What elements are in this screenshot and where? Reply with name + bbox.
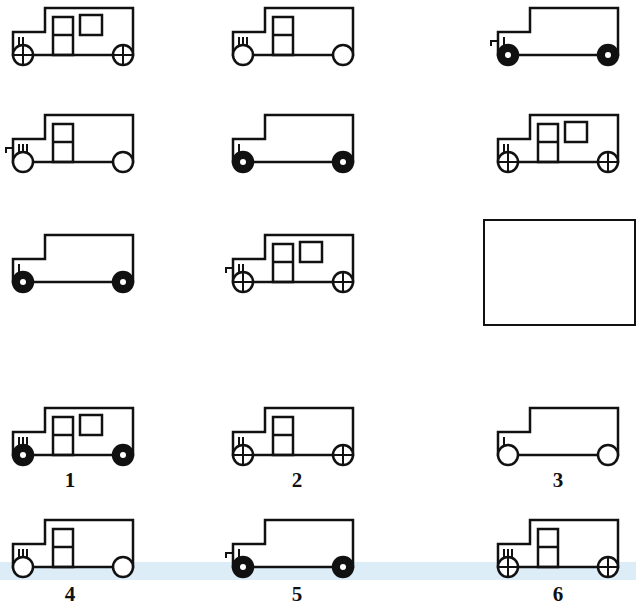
option-car xyxy=(226,520,353,577)
car xyxy=(13,8,133,65)
car xyxy=(6,115,133,172)
option-number: 6 xyxy=(553,582,564,607)
car xyxy=(13,235,133,292)
option-number: 1 xyxy=(65,468,76,493)
option-car xyxy=(498,408,618,465)
car xyxy=(226,235,353,292)
option-number: 5 xyxy=(292,582,303,607)
car xyxy=(233,8,353,65)
option-number: 3 xyxy=(553,468,564,493)
car xyxy=(491,8,618,65)
option-number: 4 xyxy=(65,582,76,607)
option-number: 2 xyxy=(292,468,303,493)
car xyxy=(498,115,618,172)
car xyxy=(233,115,353,172)
answer-blank xyxy=(484,220,635,325)
option-car xyxy=(498,520,618,577)
option-car xyxy=(233,408,353,465)
option-car xyxy=(13,520,133,577)
option-car xyxy=(13,408,133,465)
